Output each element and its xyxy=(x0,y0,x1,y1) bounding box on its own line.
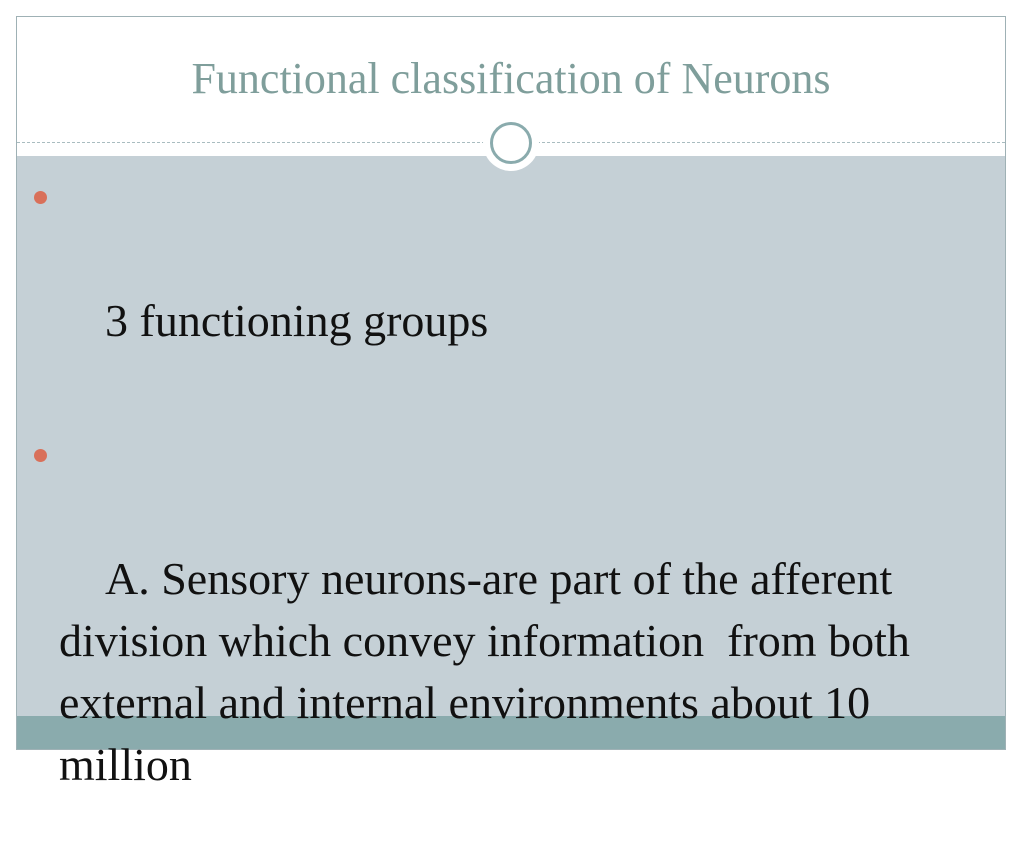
content-area xyxy=(17,156,1005,716)
bullet-dot-icon xyxy=(34,191,47,204)
slide: Functional classification of Neurons xyxy=(16,16,1006,750)
footer-bar xyxy=(17,716,1005,749)
slide-title: Functional classification of Neurons xyxy=(191,54,831,103)
bullet-text: 3 functioning groups xyxy=(105,295,489,346)
circle-ring-icon xyxy=(483,115,539,171)
bullet-item: A. Sensory neurons-are part of the affer… xyxy=(30,424,970,858)
circle-ring-inner xyxy=(490,122,532,164)
bullet-dot-icon xyxy=(34,449,47,462)
bullet-item: 3 functioning groups xyxy=(30,166,970,414)
bullet-text: A. Sensory neurons-are part of the affer… xyxy=(59,553,922,790)
bullet-list: 3 functioning groups A. Sensory neurons-… xyxy=(30,166,970,868)
